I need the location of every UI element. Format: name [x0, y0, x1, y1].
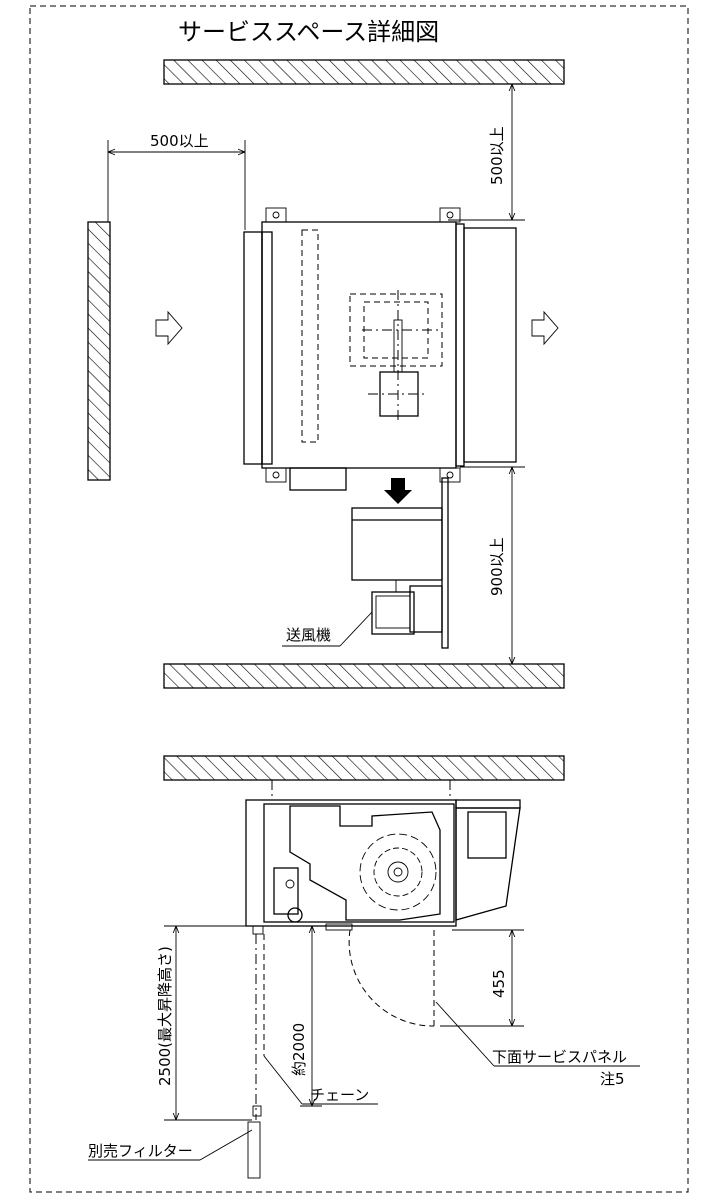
chain-label: チェーン — [310, 1086, 369, 1104]
dim-panel-drop: 455 — [490, 969, 508, 998]
fan-motor — [371, 591, 415, 635]
wall-top — [163, 59, 565, 85]
panel-swing-arc — [348, 929, 435, 1027]
unit-body-top — [261, 221, 457, 469]
bracket-top-right — [439, 207, 461, 223]
dim-max-lift-height: 2500(最大昇降高さ) — [156, 946, 174, 1086]
optional-filter — [247, 1121, 261, 1179]
page-title: サービススペース詳細図 — [178, 18, 439, 46]
wall-bottom — [163, 663, 565, 689]
wall-left — [87, 221, 111, 481]
lower-service-panel-label: 下面サービスパネル — [492, 1048, 627, 1066]
fan-label: 送風機 — [286, 626, 331, 644]
bracket-bottom-right — [439, 467, 461, 483]
ceiling-wall — [163, 755, 565, 781]
dim-bottom-clearance: 900以上 — [488, 537, 506, 596]
dim-top-clearance: 500以上 — [488, 126, 506, 185]
unit-body-side — [245, 799, 457, 927]
dim-left-clearance: 500以上 — [150, 132, 209, 150]
side-view: 2500(最大昇降高さ) 約2000 455 下面サービスパネル 注5 チェーン… — [88, 755, 640, 1179]
optional-filter-label: 別売フィルター — [88, 1142, 193, 1160]
note-5-label: 注5 — [600, 1070, 625, 1088]
top-view: 500以上 500以上 900以上 — [87, 59, 565, 689]
removal-direction-arrow — [384, 478, 412, 504]
airflow-in-arrow — [155, 310, 183, 346]
outer-frame — [29, 5, 689, 1193]
bracket-bottom-left — [265, 467, 287, 483]
airflow-out-arrow — [531, 310, 559, 346]
bracket-top-left — [265, 207, 287, 223]
dim-chain-length: 約2000 — [290, 1023, 308, 1076]
